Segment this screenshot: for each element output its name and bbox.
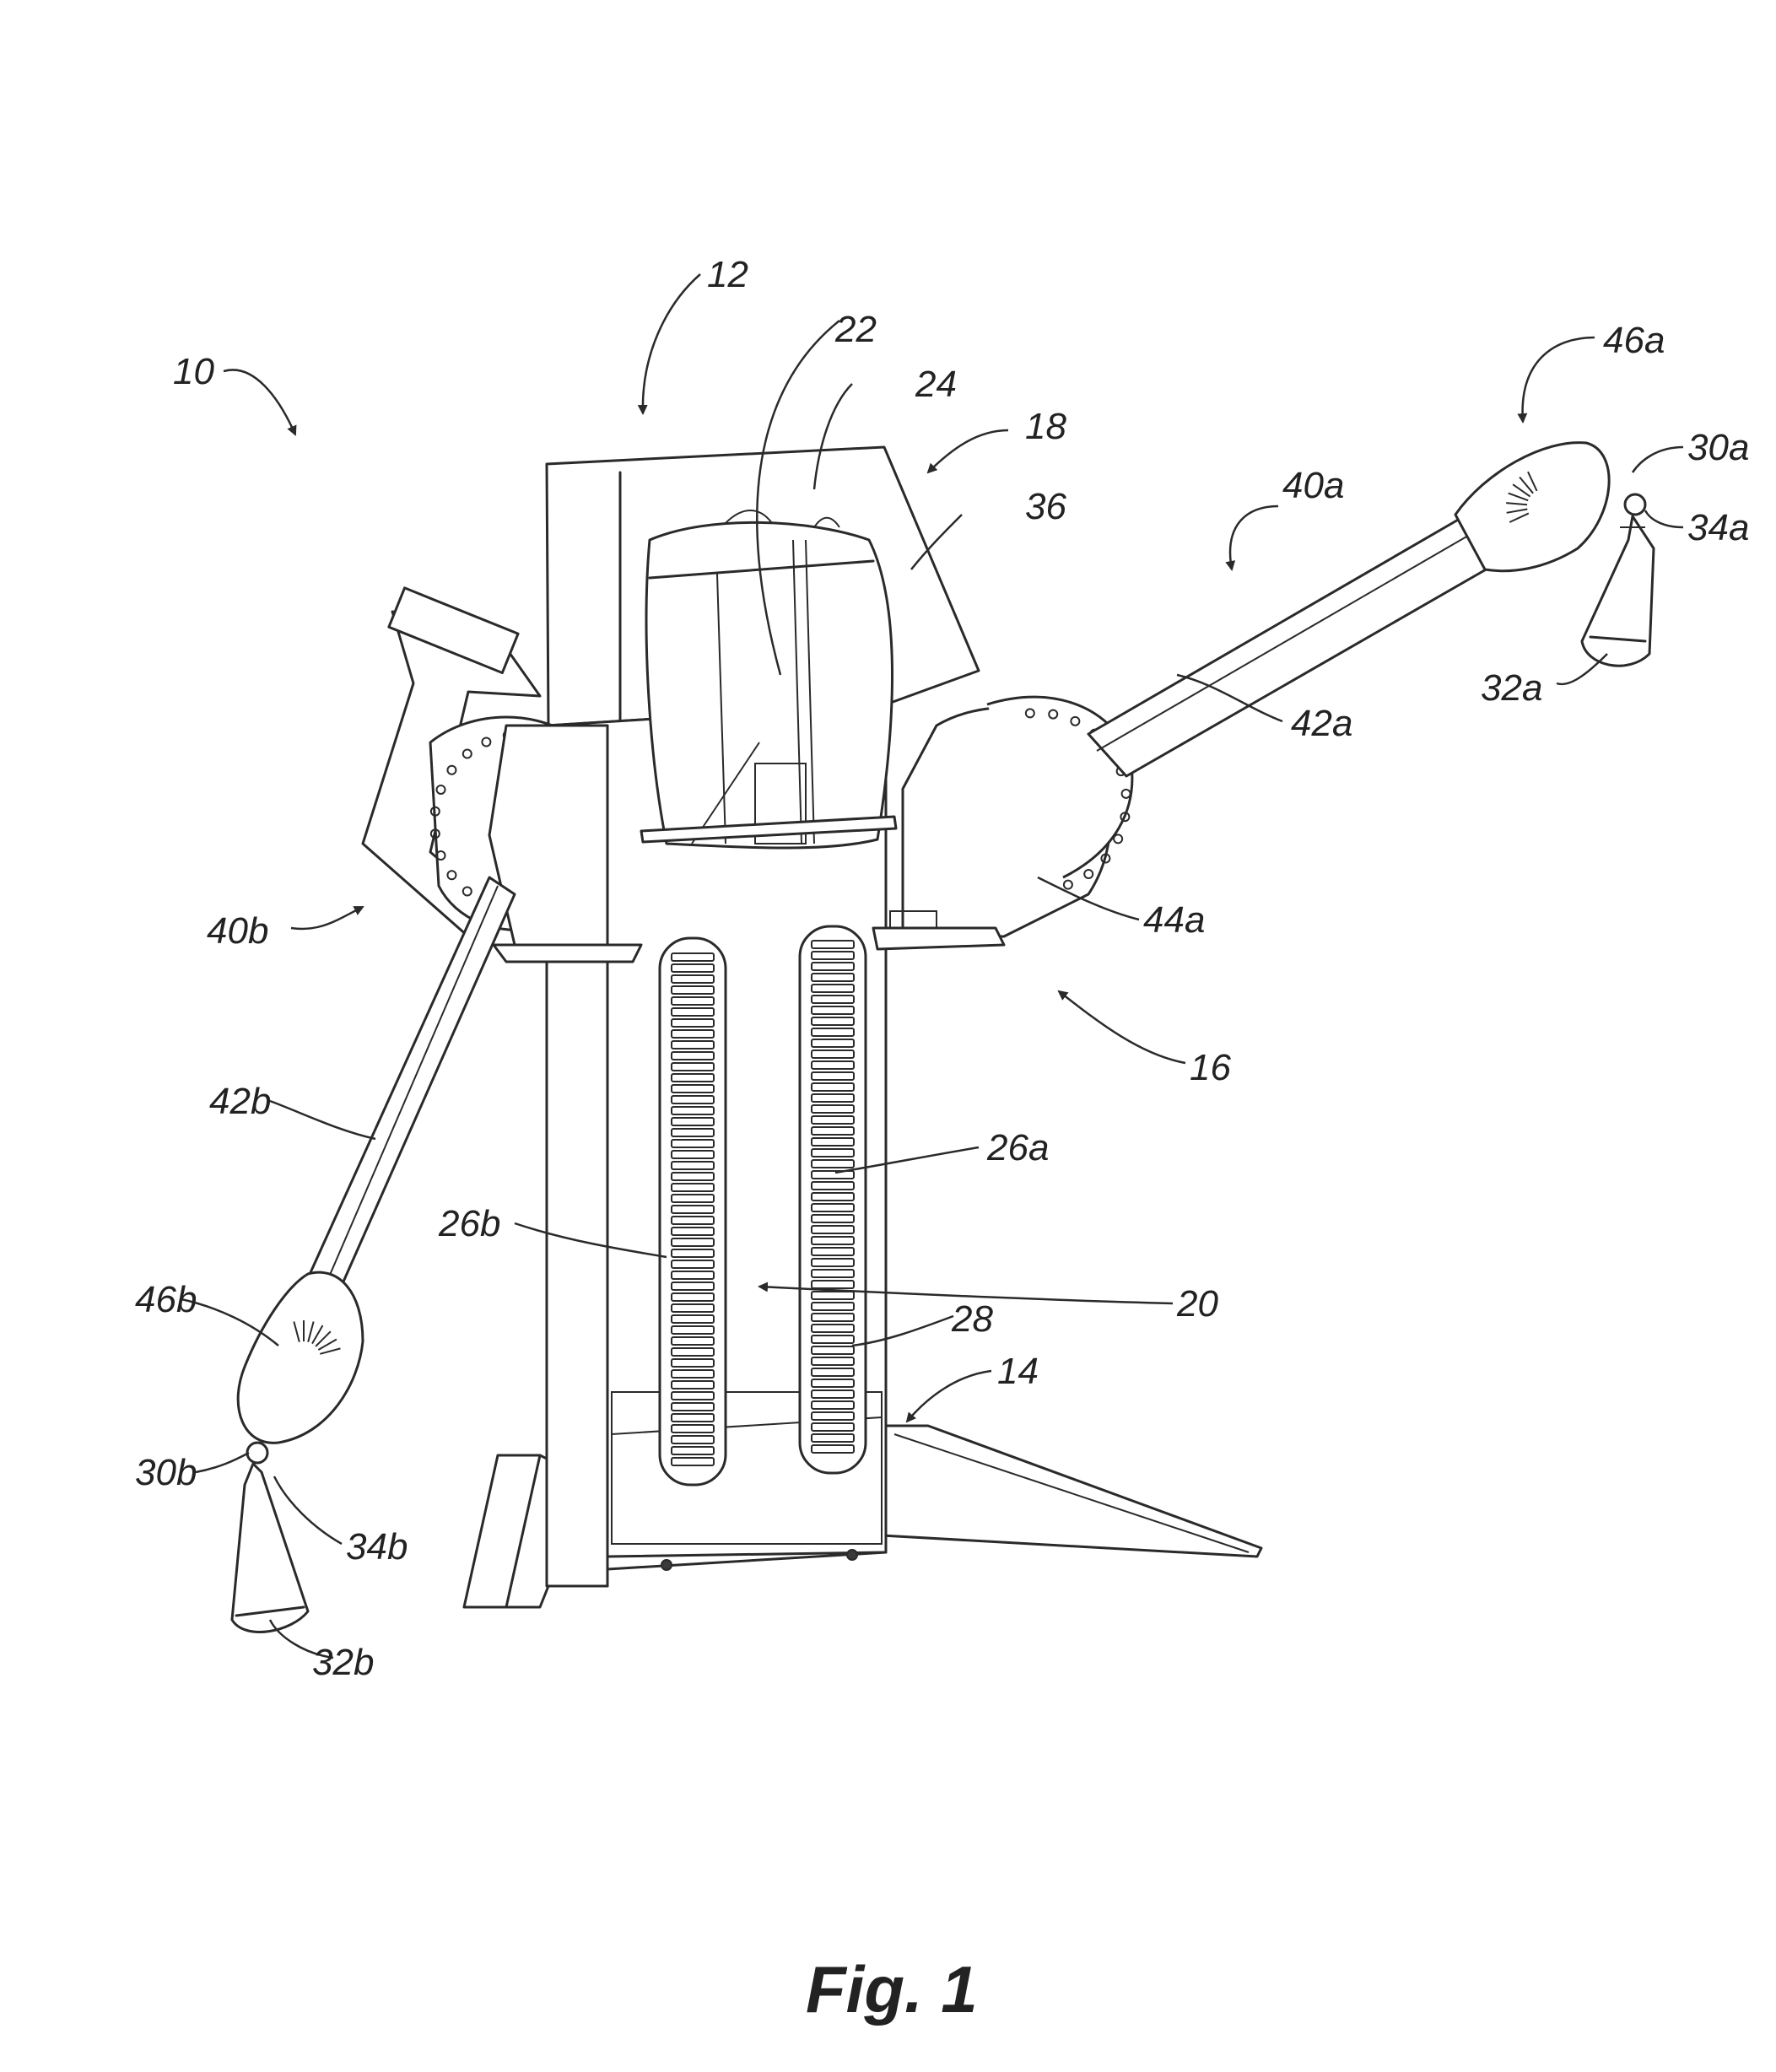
label-26a: 26a [986, 1127, 1049, 1168]
right-arm-assembly [872, 441, 1655, 951]
label-46b: 46b [135, 1279, 197, 1320]
base-stabilizer-right [880, 1424, 1263, 1558]
label-34a: 34a [1687, 507, 1749, 548]
label-14: 14 [997, 1351, 1039, 1392]
label-12: 12 [707, 254, 748, 295]
label-32a: 32a [1481, 667, 1542, 709]
label-28: 28 [951, 1298, 993, 1340]
label-34b: 34b [346, 1526, 408, 1567]
label-30a: 30a [1687, 427, 1749, 468]
label-42a: 42a [1291, 703, 1352, 744]
label-16: 16 [1190, 1047, 1231, 1088]
label-32b: 32b [312, 1642, 374, 1683]
label-24: 24 [915, 364, 957, 405]
label-10: 10 [173, 351, 214, 392]
leader-lines [181, 273, 1684, 1659]
label-30b: 30b [135, 1452, 197, 1493]
reference-labels: 10 12 22 24 18 36 40a 46a 30a 34a 32a 42… [135, 254, 1749, 1683]
label-40b: 40b [207, 910, 268, 952]
label-42b: 42b [209, 1081, 271, 1122]
label-20: 20 [1176, 1283, 1218, 1325]
label-40a: 40a [1282, 465, 1344, 506]
label-18: 18 [1025, 406, 1066, 447]
label-46a: 46a [1603, 320, 1665, 361]
label-36: 36 [1025, 486, 1066, 527]
label-22: 22 [834, 309, 877, 350]
label-44a: 44a [1143, 899, 1205, 941]
figure-caption: Fig. 1 [806, 1952, 978, 2026]
label-26b: 26b [438, 1203, 500, 1244]
weight-stack-26a [798, 925, 867, 1475]
weight-stack-26b [658, 936, 727, 1487]
